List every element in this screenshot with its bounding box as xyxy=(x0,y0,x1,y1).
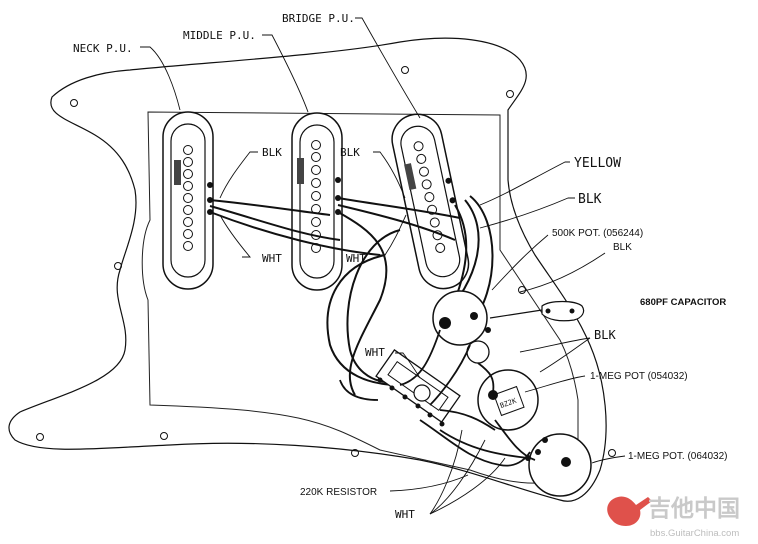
meg-pot-2 xyxy=(525,433,592,497)
meg-pot-1: BZ2K xyxy=(477,369,539,431)
control-wires xyxy=(339,329,536,467)
yellow-label: YELLOW xyxy=(574,156,621,171)
small-component xyxy=(466,340,490,364)
capacitor-680pf xyxy=(489,300,585,322)
middle-pickup xyxy=(291,112,343,291)
middle-pu-label: MIDDLE P.U. xyxy=(183,29,256,42)
blk-neck-label: BLK xyxy=(262,146,282,159)
blk-cap-label: BLK xyxy=(594,328,616,342)
wht-neck-label: WHT xyxy=(262,252,282,265)
wht-switch-label: WHT xyxy=(365,346,385,359)
blk-pot-label: BLK xyxy=(613,242,632,253)
pickguard-outline xyxy=(8,37,607,502)
blk-middle-label: BLK xyxy=(340,146,360,159)
control-cavity xyxy=(141,111,579,484)
watermark: 吉他中国 bbs.GuitarChina.com xyxy=(607,495,740,539)
wht-bottom-label: WHT xyxy=(395,508,415,521)
pot-500k-label: 500K POT. (056244) xyxy=(552,228,643,239)
wht-middle-label: WHT xyxy=(346,252,366,265)
neck-pickup xyxy=(162,111,214,290)
screw-holes xyxy=(36,66,616,492)
watermark-url: bbs.GuitarChina.com xyxy=(650,528,739,539)
neck-pu-label: NECK P.U. xyxy=(73,42,133,55)
leader-lines xyxy=(140,17,626,515)
pot-500k xyxy=(432,290,491,346)
meg-pot-2-label: 1-MEG POT. (064032) xyxy=(628,451,727,462)
bridge-pu-label: BRIDGE P.U. xyxy=(282,12,355,25)
blk-bridge-label: BLK xyxy=(578,192,602,207)
resistor-label: 220K RESISTOR xyxy=(300,487,377,498)
guitar-logo-icon xyxy=(607,496,652,526)
watermark-cn: 吉他中国 xyxy=(648,495,740,522)
selector-switch xyxy=(375,349,461,427)
capacitor-label: 680PF CAPACITOR xyxy=(640,297,726,308)
bridge-pickup xyxy=(391,113,470,290)
meg-pot-1-label: 1-MEG POT (054032) xyxy=(590,371,688,382)
